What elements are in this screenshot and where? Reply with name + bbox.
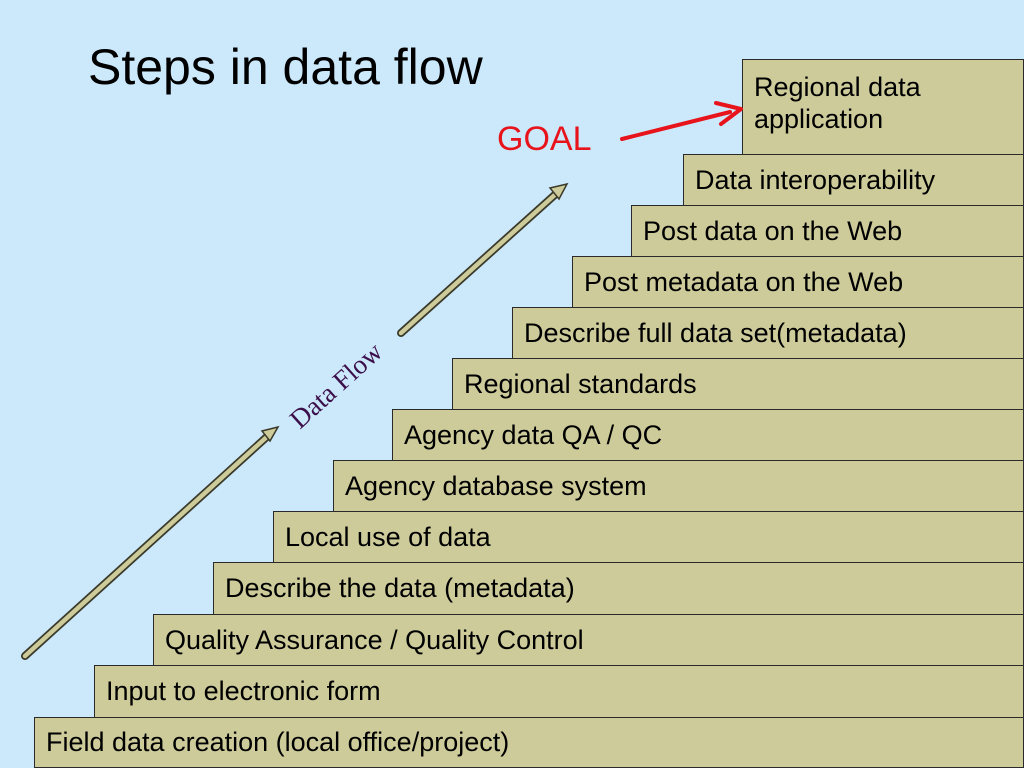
step-quality-assurance: Quality Assurance / Quality Control	[153, 614, 1024, 666]
slide-title: Steps in data flow	[88, 39, 483, 95]
step-describe-full-dataset: Describe full data set(metadata)	[512, 307, 1024, 359]
step-post-data-web: Post data on the Web	[631, 205, 1024, 257]
step-post-metadata-web: Post metadata on the Web	[572, 256, 1024, 308]
data-flow-arrow-upper	[397, 182, 569, 337]
step-regional-standards: Regional standards	[452, 358, 1024, 410]
step-data-interoperability: Data interoperability	[683, 154, 1024, 206]
step-describe-metadata: Describe the data (metadata)	[213, 562, 1024, 615]
data-flow-arrow-lower	[21, 425, 280, 660]
goal-label: GOAL	[497, 120, 592, 158]
step-regional-data-application: Regional data application	[742, 59, 1024, 155]
step-agency-database: Agency database system	[333, 460, 1024, 512]
data-flow-label: Data Flow	[284, 336, 389, 434]
step-field-data-creation: Field data creation (local office/projec…	[34, 717, 1024, 768]
step-agency-qa-qc: Agency data QA / QC	[392, 409, 1024, 461]
goal-arrow	[620, 101, 743, 141]
